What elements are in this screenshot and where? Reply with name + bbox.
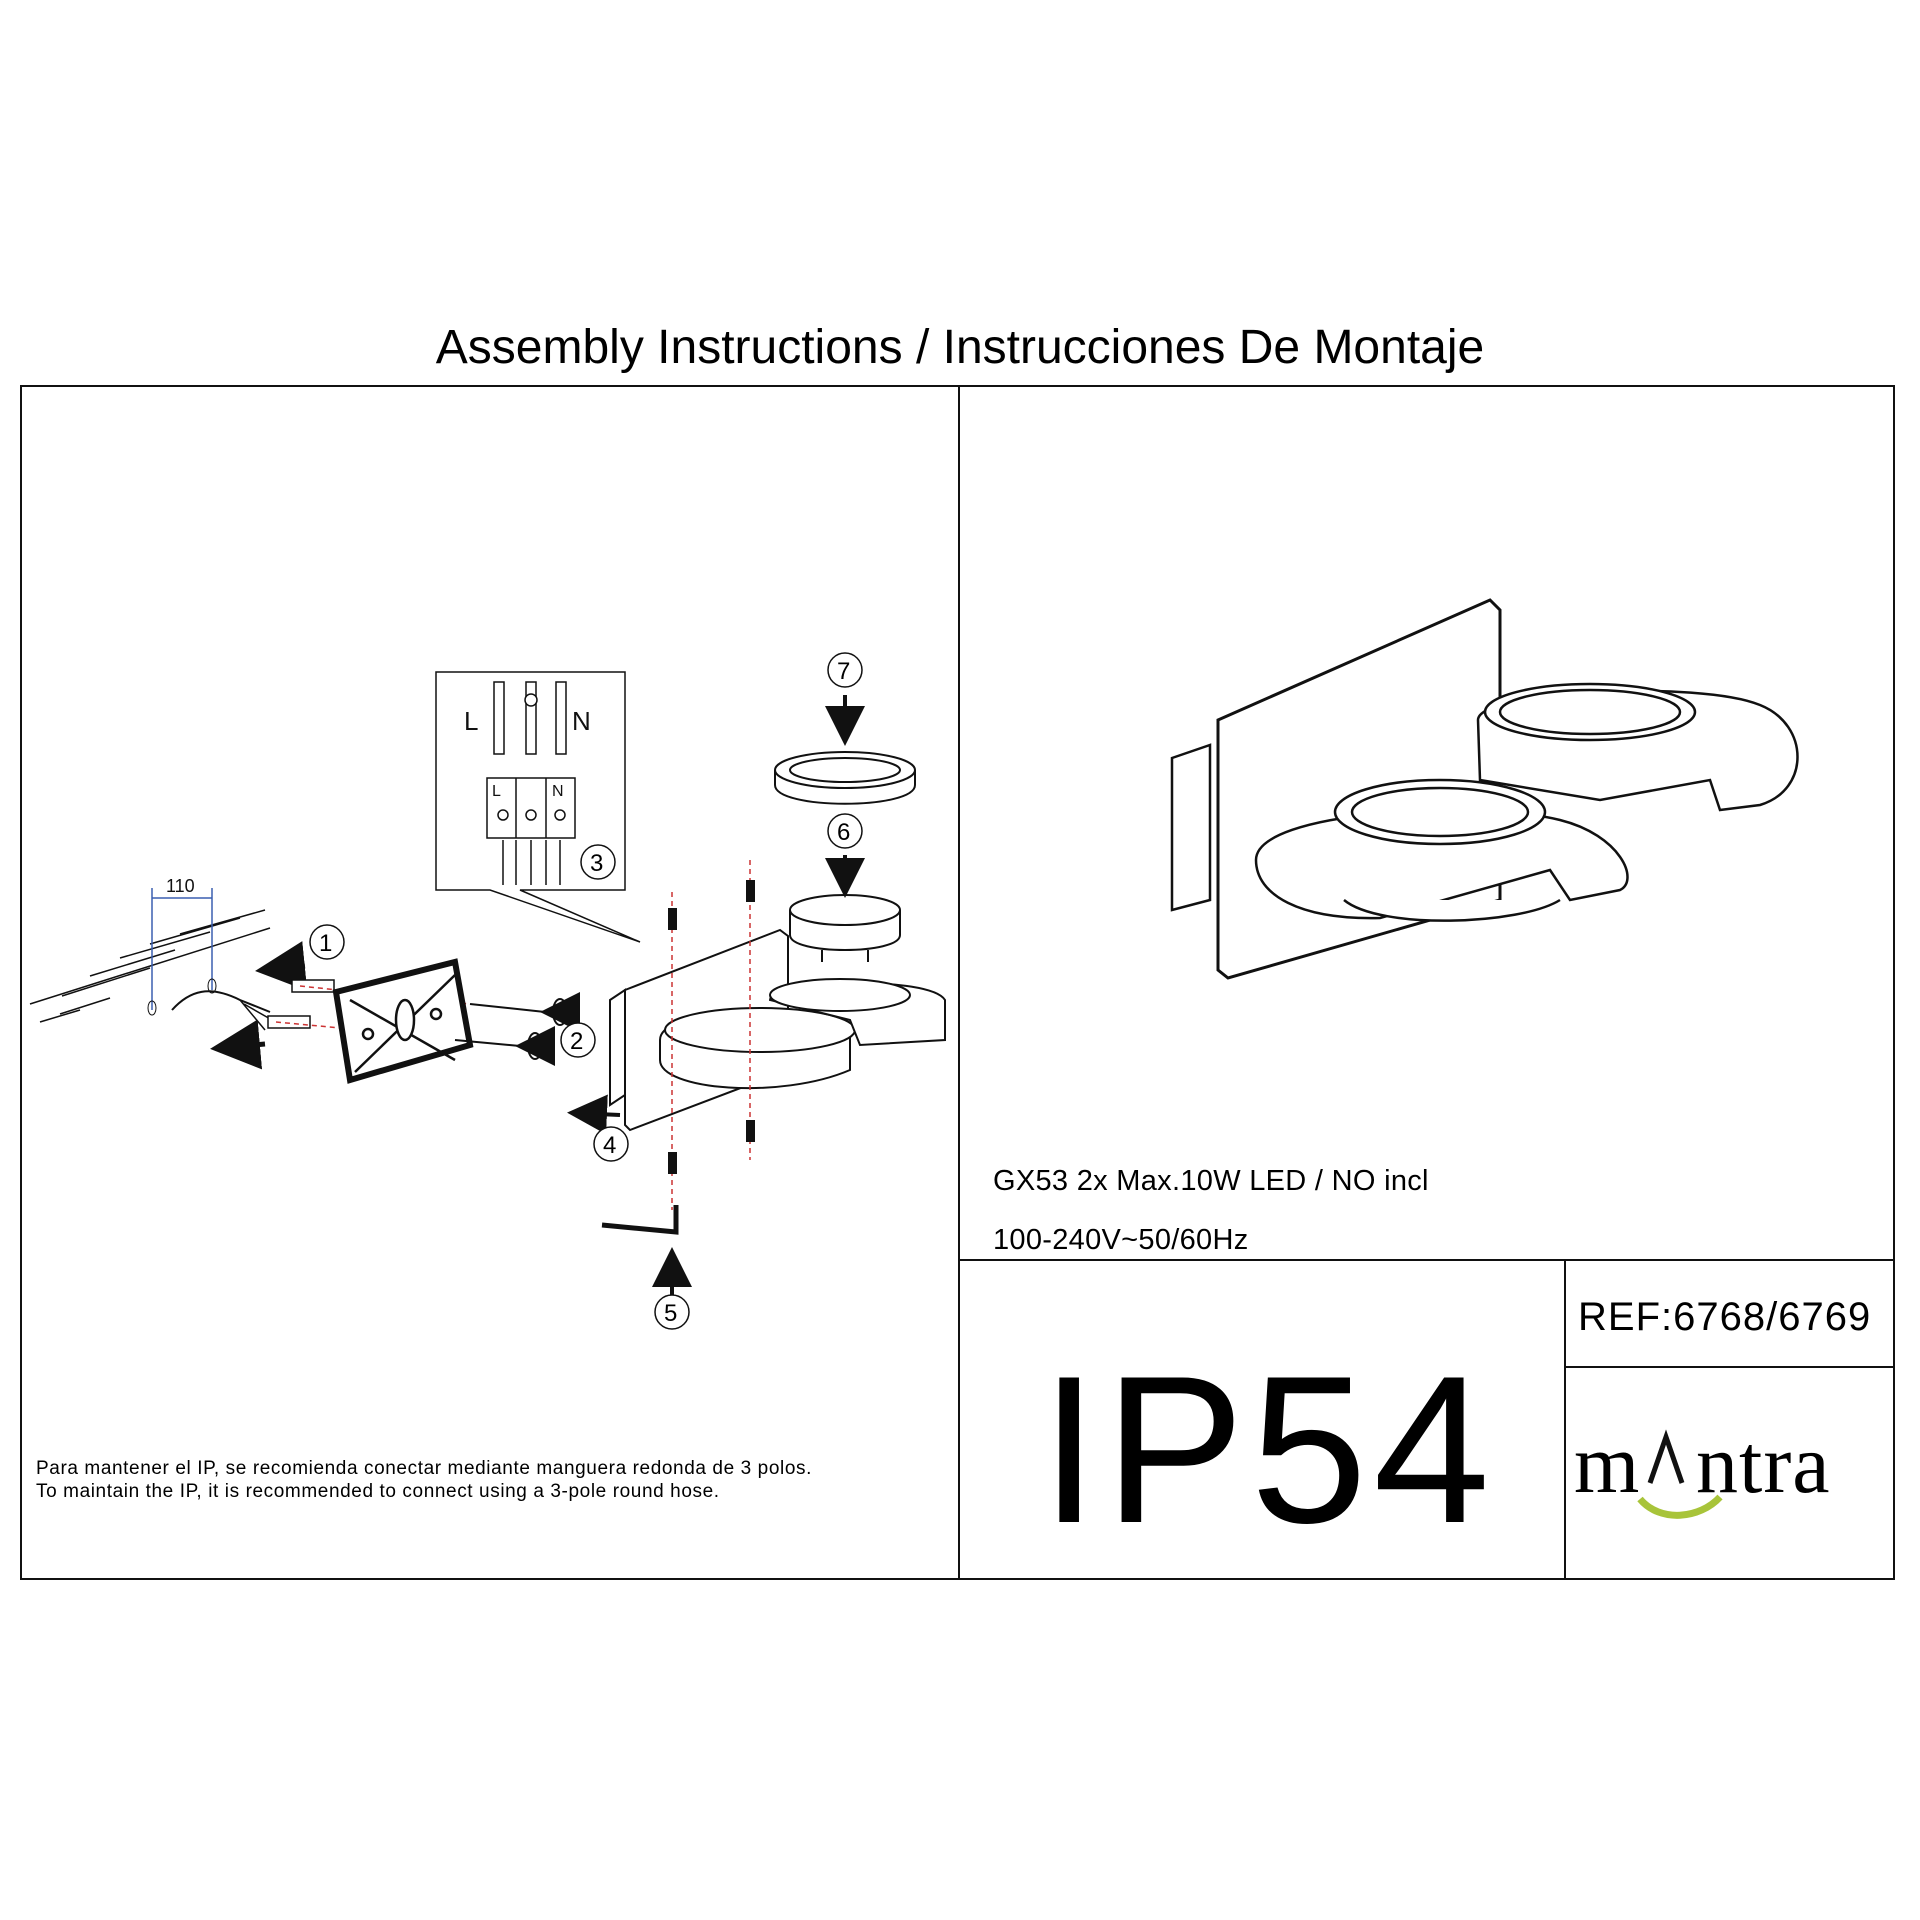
step-3: 3	[590, 850, 603, 877]
instruction-frame	[20, 385, 1895, 1580]
bulb-spec: GX53 2x Max.10W LED / NO incl	[993, 1165, 1429, 1197]
ref-divider-vertical	[1564, 1259, 1566, 1580]
panel-divider-vertical	[958, 385, 960, 1580]
glass-ring	[774, 751, 916, 805]
ip-rating: IP54	[1040, 1332, 1496, 1567]
dimension-110-label: 110	[166, 876, 195, 896]
ip-note-en: To maintain the IP, it is recommended to…	[36, 1481, 720, 1502]
step-4: 4	[603, 1132, 616, 1159]
step-7: 7	[837, 658, 850, 685]
step-callouts	[309, 652, 863, 1330]
step-2: 2	[570, 1028, 583, 1055]
mantra-logo: m ntra	[1570, 1415, 1900, 1525]
document-title: Assembly Instructions / Instrucciones De…	[435, 321, 1485, 374]
mounting-plate	[332, 958, 474, 1084]
dimension-110	[151, 888, 213, 1010]
assembled-fixture	[1170, 598, 1799, 980]
reference-number: REF:6768/6769	[1578, 1295, 1872, 1339]
terminal-label-live: L	[492, 783, 501, 800]
step-5: 5	[664, 1300, 677, 1327]
set-screws	[668, 880, 755, 1174]
brand-name-left: m	[1574, 1418, 1641, 1511]
spec-divider-horizontal	[958, 1259, 1895, 1261]
gx53-bulb	[789, 894, 901, 962]
step-6: 6	[837, 819, 850, 846]
step-1: 1	[319, 930, 332, 957]
fixture-rings	[659, 978, 946, 1090]
voltage-spec: 100-240V~50/60Hz	[993, 1224, 1249, 1256]
wire-label-live: L	[464, 706, 478, 736]
ref-divider-horizontal	[1564, 1366, 1895, 1368]
screws	[454, 998, 568, 1060]
brand-accent-icon	[1637, 1429, 1723, 1519]
wire-label-neutral: N	[572, 706, 591, 736]
ip-note: Para mantener el IP, se recomienda conec…	[36, 1457, 812, 1503]
allen-key	[601, 1205, 679, 1235]
terminal-label-neutral: N	[552, 783, 564, 800]
wall-anchors	[267, 979, 335, 1029]
power-cable	[171, 990, 271, 1013]
brand-name-right: ntra	[1696, 1418, 1831, 1511]
wall-surface	[29, 909, 271, 1023]
ip-note-es: Para mantener el IP, se recomienda conec…	[36, 1458, 812, 1479]
